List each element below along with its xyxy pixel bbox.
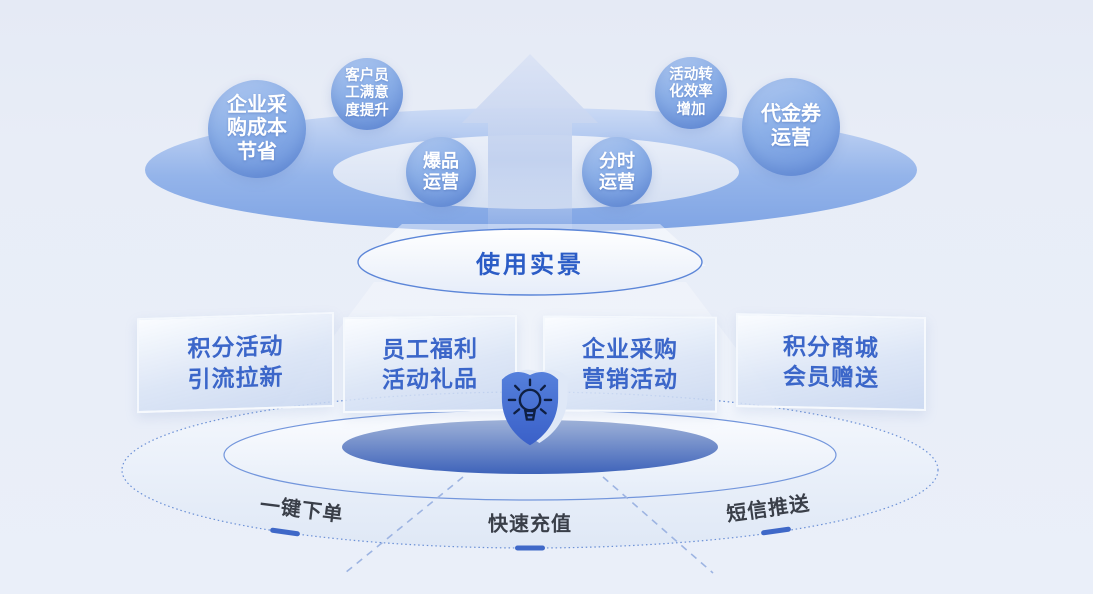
shield-front-shape — [501, 371, 559, 446]
usage-scene-title: 使用实景 — [476, 251, 584, 279]
bubble-hot-product-operation: 爆品 运营 — [406, 137, 476, 207]
bubble-time-slot-operation: 分时 运营 — [582, 137, 652, 207]
bubble-enterprise-procurement-savings: 企业采 购成本 节省 — [208, 80, 306, 178]
panel-points-mall-member-gift: 积分商城 会员赠送 — [736, 313, 926, 411]
label-quick-recharge: 快速充值 — [488, 513, 572, 536]
bubble-voucher-operation: 代金券 运营 — [742, 78, 840, 176]
shield-lightbulb-graphic — [501, 369, 568, 446]
shield-icon — [483, 364, 577, 450]
dashed-line-right — [602, 476, 714, 574]
bubble-activity-conversion-increase: 活动转 化效率 增加 — [655, 57, 727, 129]
bubble-customer-employee-satisfaction: 客户员 工满意 度提升 — [331, 58, 403, 130]
usage-scene-ellipse — [357, 228, 703, 296]
platform-dash-center — [515, 545, 545, 551]
platform-dark-ellipse — [342, 420, 718, 474]
panel-points-activity-traffic: 积分活动 引流拉新 — [137, 311, 334, 414]
up-arrow-icon — [462, 54, 598, 248]
lightbulb-icon — [507, 378, 553, 421]
